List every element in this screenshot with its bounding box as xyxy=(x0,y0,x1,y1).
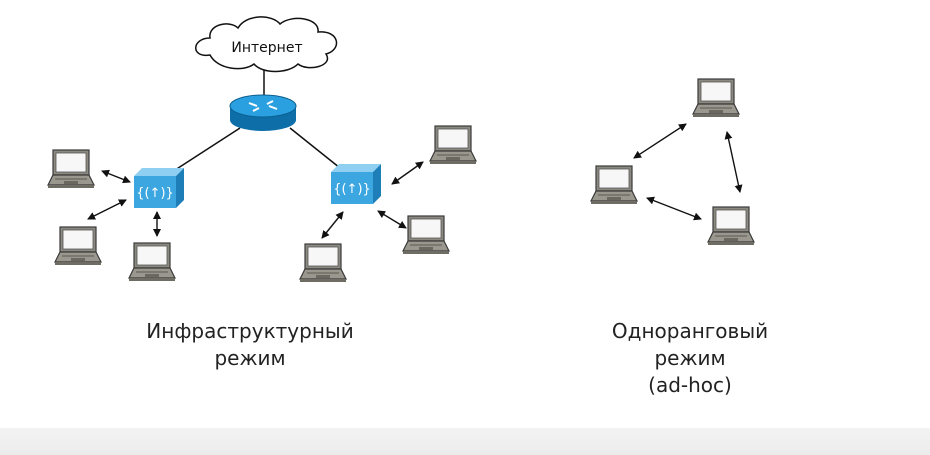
caption-line: (ad-hoc) xyxy=(648,373,732,397)
arrow-connector xyxy=(633,123,687,159)
link-router-ap-left xyxy=(171,127,241,173)
caption-line: Инфраструктурный xyxy=(146,319,354,343)
access-point-left-icon xyxy=(134,168,184,208)
laptop-icon xyxy=(402,215,450,255)
internet-cloud-icon: Интернет xyxy=(195,16,338,73)
cloud-label: Интернет xyxy=(231,40,302,56)
link-router-ap-right xyxy=(289,127,341,169)
arrow-connector xyxy=(101,169,131,184)
laptop-icon xyxy=(590,165,638,205)
adhoc-mode-caption: Одноранговый режим (ad-hoc) xyxy=(560,318,820,399)
access-point-right-icon xyxy=(331,164,381,204)
caption-line: режим xyxy=(214,346,286,370)
laptop-icon xyxy=(128,242,176,282)
laptop-icon xyxy=(299,243,347,283)
laptop-icon xyxy=(54,226,102,266)
laptop-icon xyxy=(707,206,755,246)
arrow-connector xyxy=(724,131,743,193)
arrow-connector xyxy=(391,161,424,185)
laptop-icon xyxy=(47,149,95,189)
infrastructure-mode-caption: Инфраструктурный режим xyxy=(110,318,390,372)
arrow-connector xyxy=(321,211,344,239)
caption-line: режим xyxy=(654,346,726,370)
arrow-connector xyxy=(377,210,407,229)
caption-line: Одноранговый xyxy=(611,319,769,343)
laptop-icon xyxy=(429,125,477,165)
arrow-connector xyxy=(646,196,702,221)
router-icon xyxy=(229,94,297,131)
laptop-icon xyxy=(692,78,740,118)
bottom-bar xyxy=(0,428,930,455)
arrow-connector xyxy=(87,199,127,220)
